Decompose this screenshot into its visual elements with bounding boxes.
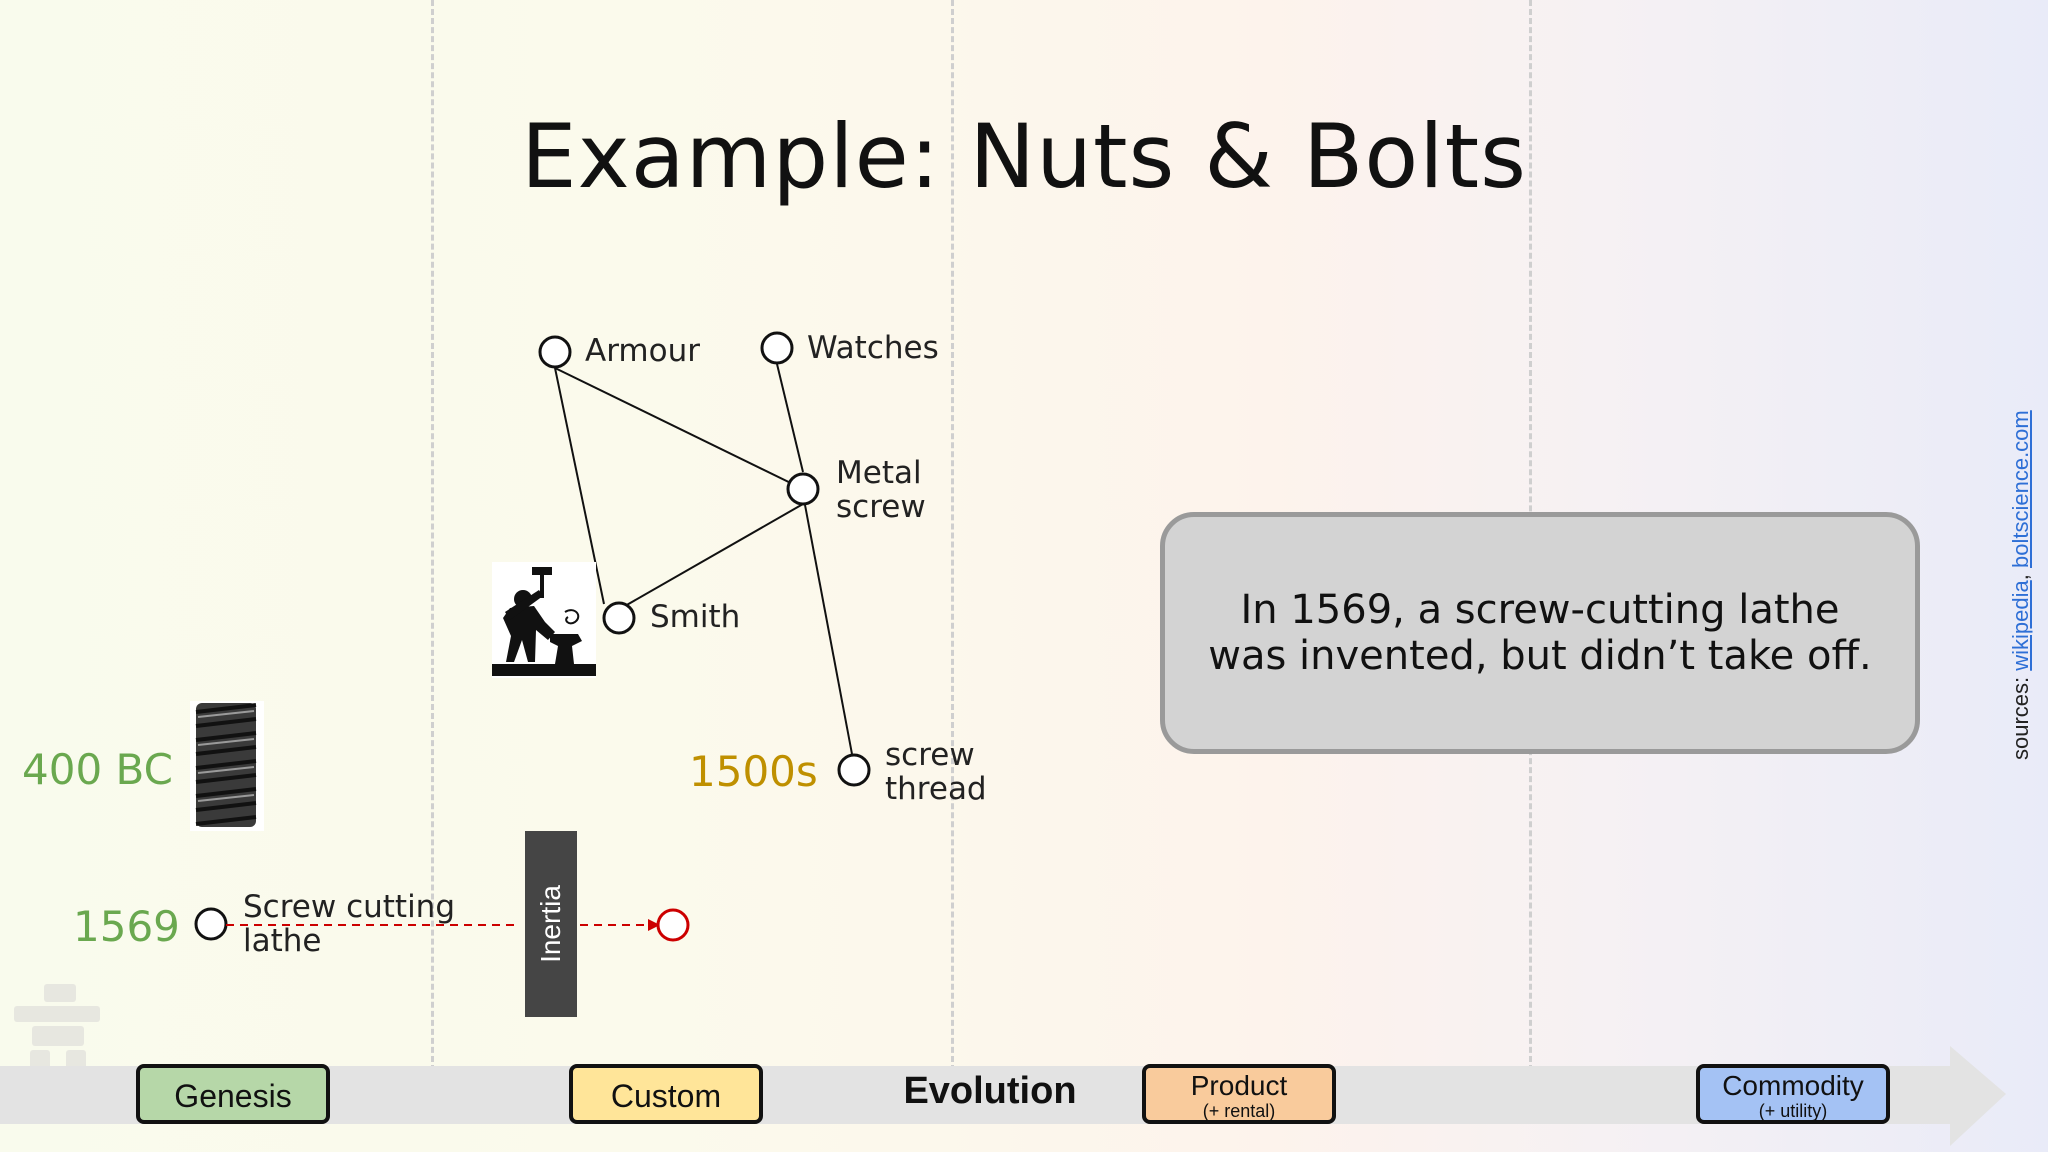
callout-text: In 1569, a screw-cutting lathe was inven… — [1205, 587, 1875, 679]
node-label-screw-cutting-lathe: Screw cutting lathe — [243, 890, 455, 958]
evolution-axis-label: Evolution — [880, 1070, 1100, 1113]
node-screw-thread — [839, 755, 869, 785]
stage-genesis-label: Genesis — [140, 1078, 326, 1115]
sources-note: sources: wikipedia, boltscience.com — [2008, 410, 2034, 760]
link-armour-metal-screw — [555, 368, 803, 489]
inertia-label: Inertia — [535, 885, 567, 963]
node-smith — [604, 603, 634, 633]
node-label-metal-screw-line1: Metal — [836, 456, 926, 490]
node-label-screw-cutting-lathe-line2: lathe — [243, 924, 455, 958]
source-link-wikipedia[interactable]: wikipedia — [2008, 580, 2033, 671]
bolt-image — [190, 701, 264, 831]
node-future-position — [658, 910, 688, 940]
node-label-screw-thread-line1: screw — [885, 738, 987, 772]
node-label-screw-thread: screw thread — [885, 738, 987, 806]
link-metal-screw-screw-thread — [805, 505, 852, 754]
link-metal-screw-smith — [618, 504, 803, 610]
stage-product-sublabel: (+ rental) — [1146, 1102, 1332, 1120]
node-armour — [540, 337, 570, 367]
year-1500s: 1500s — [689, 747, 818, 796]
node-metal-screw — [788, 474, 818, 504]
sources-prefix: sources: — [2008, 671, 2033, 760]
node-label-metal-screw: Metal screw — [836, 456, 926, 524]
node-screw-cutting-lathe — [196, 909, 226, 939]
stage-custom: Custom — [569, 1064, 763, 1124]
stage-product-label: Product — [1146, 1070, 1332, 1102]
node-label-watches: Watches — [807, 331, 939, 365]
stage-commodity: Commodity (+ utility) — [1696, 1064, 1890, 1124]
inertia-barrier: Inertia — [525, 831, 577, 1017]
callout-box: In 1569, a screw-cutting lathe was inven… — [1160, 512, 1920, 754]
blacksmith-icon — [492, 562, 596, 678]
link-watches-metal-screw — [777, 364, 803, 472]
source-link-boltscience[interactable]: boltscience.com — [2008, 410, 2033, 568]
sources-separator: , — [2008, 568, 2033, 580]
node-label-screw-cutting-lathe-line1: Screw cutting — [243, 890, 455, 924]
stage-custom-label: Custom — [573, 1078, 759, 1115]
inukshuk-logo-icon — [14, 984, 100, 1070]
node-label-screw-thread-line2: thread — [885, 772, 987, 806]
year-400bc: 400 BC — [22, 745, 173, 794]
node-watches — [762, 333, 792, 363]
node-label-metal-screw-line2: screw — [836, 490, 926, 524]
node-label-armour: Armour — [585, 334, 700, 368]
stage-product: Product (+ rental) — [1142, 1064, 1336, 1124]
stage-commodity-label: Commodity — [1700, 1070, 1886, 1102]
year-1569: 1569 — [73, 902, 180, 951]
node-label-smith: Smith — [650, 600, 740, 634]
stage-commodity-sublabel: (+ utility) — [1700, 1102, 1886, 1120]
stage-genesis: Genesis — [136, 1064, 330, 1124]
